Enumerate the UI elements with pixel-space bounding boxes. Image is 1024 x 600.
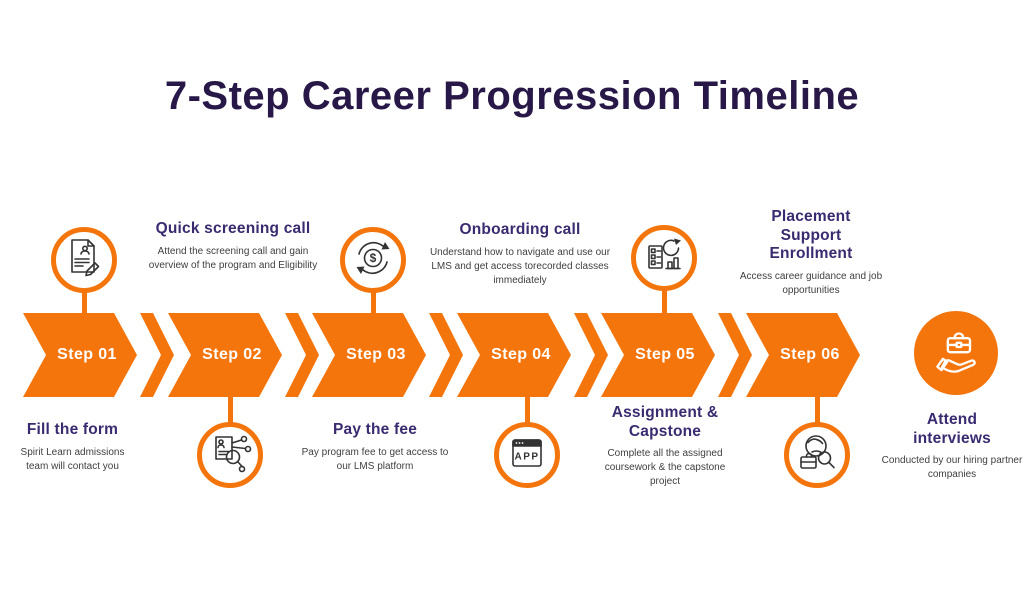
form-pencil-icon <box>60 234 108 287</box>
step-label: Step 01 <box>57 346 117 363</box>
step-chevron-5: Step 05 <box>601 313 715 397</box>
step-4-text-block: Onboarding call Understand how to naviga… <box>425 221 615 288</box>
step-chevron-6: Step 06 <box>746 313 860 397</box>
step-heading: Onboarding call <box>459 221 581 238</box>
chevron-separator-icon <box>285 313 319 397</box>
step-4-icon-circle: APP <box>494 422 560 488</box>
connector-step-3 <box>371 291 376 317</box>
step-7-end-circle <box>914 311 998 395</box>
step-label: Step 03 <box>346 346 406 363</box>
step-chevron-2: Step 02 <box>168 313 282 397</box>
step-heading: Attend interviews <box>913 411 991 447</box>
step-description: Attend the screening call and gain overv… <box>148 245 318 271</box>
step-heading: Fill the form <box>26 421 119 438</box>
analytics-checklist-icon <box>640 232 688 285</box>
step-description: Spirit Learn admissions team will contac… <box>20 446 125 472</box>
step-1-text-block: Fill the form Spirit Learn admissions te… <box>0 421 145 474</box>
step-1-icon-circle <box>51 227 117 293</box>
connector-step-1 <box>82 291 87 317</box>
step-label: Step 06 <box>780 346 840 363</box>
step-label: Step 02 <box>202 346 262 363</box>
connector-step-6 <box>815 394 820 424</box>
step-label: Step 05 <box>635 346 695 363</box>
chevron-separator-icon <box>140 313 174 397</box>
step-2-icon-circle <box>197 422 263 488</box>
page-title: 7-Step Career Progression Timeline <box>164 74 860 118</box>
money-transfer-icon: $ <box>349 234 397 287</box>
step-chevron-4: Step 04 <box>457 313 571 397</box>
connector-step-4 <box>525 394 530 424</box>
step-7-text-block: Attend interviews Conducted by our hirin… <box>882 411 1023 482</box>
step-5-icon-circle <box>631 225 697 291</box>
briefcase-hand-icon <box>928 323 984 384</box>
step-3-icon-circle: $ <box>340 227 406 293</box>
step-label: Step 04 <box>491 346 551 363</box>
step-chevron-1: Step 01 <box>23 313 137 397</box>
step-2-text-block: Quick screening call Attend the screenin… <box>138 220 328 273</box>
step-heading: Assignment & Capstone <box>611 404 719 440</box>
svg-text:$: $ <box>370 251 377 265</box>
globe-job-search-icon <box>793 429 841 482</box>
step-description: Complete all the assigned coursework & t… <box>604 448 726 488</box>
connector-step-2 <box>228 394 233 424</box>
step-heading: Placement Support Enrollment <box>769 208 853 263</box>
chevron-separator-icon <box>718 313 752 397</box>
step-heading: Pay the fee <box>332 421 418 438</box>
step-heading: Quick screening call <box>155 220 311 237</box>
chevron-separator-icon <box>429 313 463 397</box>
step-3-text-block: Pay the fee Pay program fee to get acces… <box>285 421 465 474</box>
resume-search-icon <box>206 429 254 482</box>
step-5-text-block: Assignment & Capstone Complete all the a… <box>585 404 745 489</box>
step-description: Access career guidance and job opportuni… <box>739 270 883 296</box>
app-window-icon: APP <box>503 429 551 482</box>
chevron-separator-icon <box>574 313 608 397</box>
step-6-icon-circle <box>784 422 850 488</box>
step-chevron-3: Step 03 <box>312 313 426 397</box>
step-6-text-block: Placement Support Enrollment Access care… <box>740 208 882 298</box>
step-description: Understand how to navigate and use our L… <box>429 246 611 286</box>
connector-step-5 <box>662 289 667 317</box>
step-description: Conducted by our hiring partner companie… <box>881 455 1023 481</box>
step-description: Pay program fee to get access to our LMS… <box>301 446 449 472</box>
svg-text:APP: APP <box>514 451 539 462</box>
